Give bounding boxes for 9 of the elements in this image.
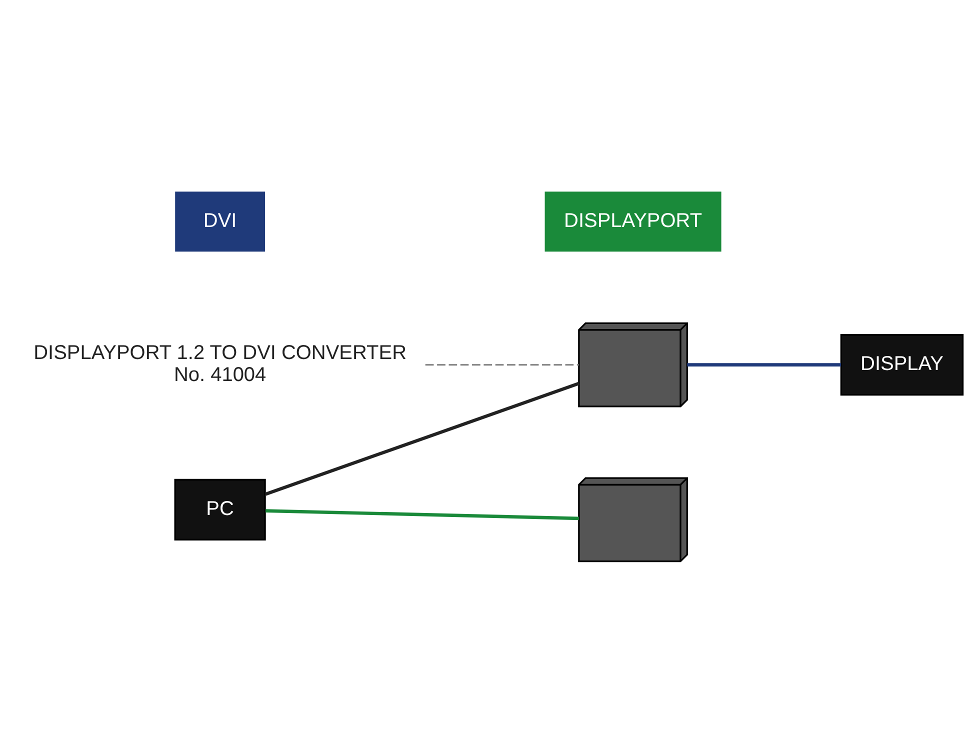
- legend-label: DVI: [203, 209, 237, 232]
- legend-label: DISPLAYPORT: [564, 209, 702, 232]
- connector: [266, 508, 579, 520]
- node-text: DISPLAYPORT 1.2 TO DVI CONVERTER No. 41004: [34, 342, 407, 386]
- connector: [687, 362, 841, 366]
- connector: [425, 364, 579, 366]
- connector: [265, 381, 580, 496]
- node-box: PC: [174, 478, 266, 540]
- node-box: DISPLAY: [840, 334, 964, 396]
